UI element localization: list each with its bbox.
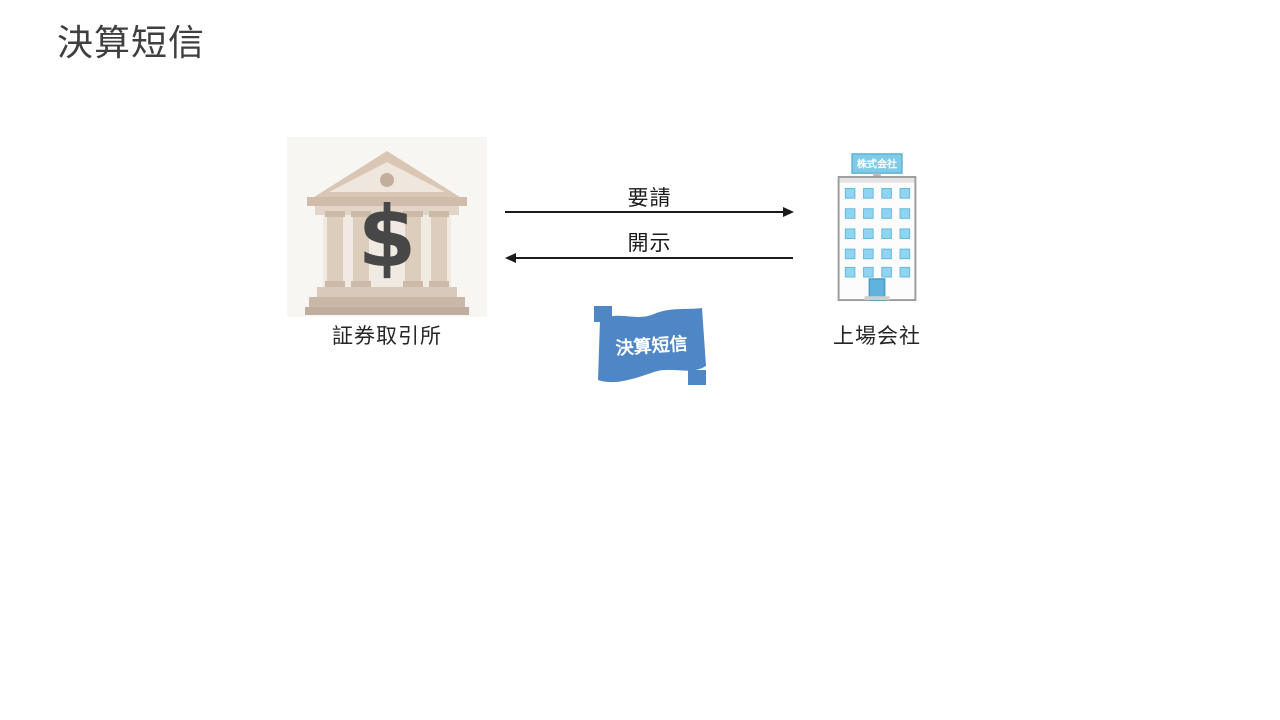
company-sign-text: 株式会社 — [857, 157, 897, 170]
windows-grid — [844, 188, 911, 278]
disclosure-arrow — [516, 257, 793, 259]
wave-document-icon: 決算短信 — [594, 306, 706, 385]
disclosure-arrowhead-icon — [505, 253, 516, 263]
disclosure-arrow-label: 開示 — [627, 231, 672, 255]
listed-company-figure: 株式会社 — [829, 152, 925, 302]
request-arrow-label: 要請 — [627, 186, 672, 210]
office-building-icon: 株式会社 — [837, 153, 917, 302]
request-arrow — [505, 211, 783, 213]
stock-exchange-figure: $ — [287, 137, 487, 317]
door — [868, 278, 886, 301]
listed-company-label: 上場会社 — [833, 324, 921, 348]
request-arrowhead-icon — [783, 207, 794, 217]
bank-building-icon: $ — [287, 137, 487, 317]
earnings-report-banner: 決算短信 — [590, 300, 710, 395]
page-title: 決算短信 — [57, 23, 206, 64]
earnings-report-banner-label: 決算短信 — [615, 333, 688, 360]
dollar-symbol: $ — [358, 188, 416, 286]
stock-exchange-label: 証券取引所 — [332, 324, 442, 348]
